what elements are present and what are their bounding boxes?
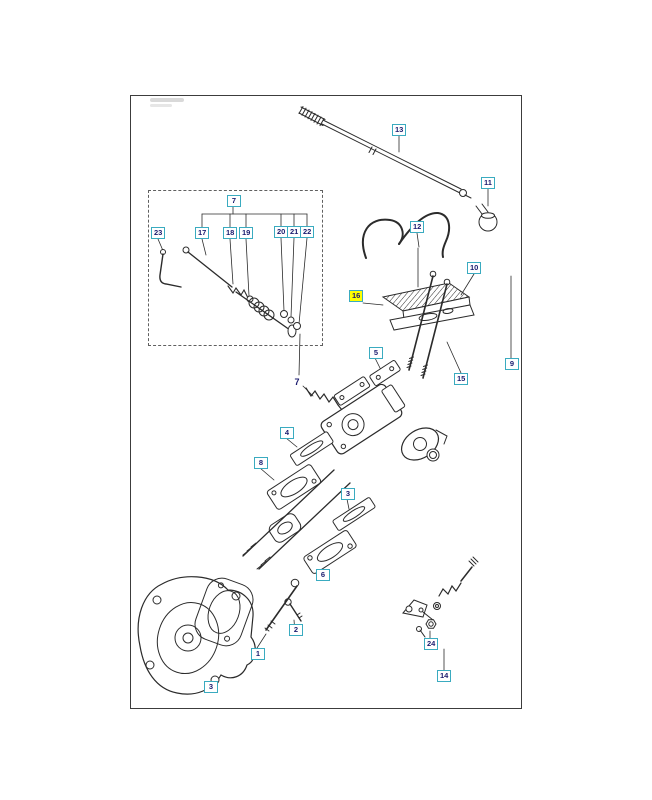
part-label-4[interactable]: 4	[280, 427, 294, 439]
part-label-18[interactable]: 18	[223, 227, 238, 239]
part-label-2[interactable]: 2	[289, 624, 303, 636]
choke-knob	[475, 203, 498, 232]
part-label-5[interactable]: 5	[369, 347, 383, 359]
inset-exploded-parts	[159, 246, 301, 338]
part-label-19[interactable]: 19	[239, 227, 254, 239]
part-label-17[interactable]: 17	[195, 227, 210, 239]
part-label-11[interactable]: 11	[481, 177, 495, 189]
intake-boot	[268, 513, 302, 543]
part-label-1[interactable]: 1	[251, 648, 265, 660]
crankcase	[137, 576, 256, 695]
choke-control-group	[402, 556, 479, 638]
spacer-8	[266, 464, 322, 510]
gasket-3-upper	[332, 497, 376, 531]
gasket-4	[290, 431, 334, 466]
part-label-3-lower[interactable]: 3	[204, 681, 218, 693]
part-label-13[interactable]: 13	[392, 124, 407, 136]
part-label-6[interactable]: 6	[316, 569, 330, 581]
throttle-spring	[305, 387, 343, 411]
part-label-22[interactable]: 22	[300, 226, 315, 238]
gasket-3-lower	[194, 577, 254, 647]
filter-screws	[406, 270, 451, 379]
part-label-24[interactable]: 24	[424, 638, 439, 650]
bracket	[369, 360, 401, 386]
faint-logo-mark	[150, 98, 184, 107]
air-filter-base	[389, 304, 475, 331]
cylinder-studs	[242, 469, 351, 570]
part-label-15[interactable]: 15	[454, 373, 469, 385]
part-label-7-group[interactable]: 7	[227, 195, 241, 207]
fuel-pump	[400, 427, 448, 462]
bolt-1	[264, 578, 300, 632]
part-label-9[interactable]: 9	[505, 358, 519, 370]
handle-wire	[361, 211, 451, 259]
inset-dashed-box	[148, 190, 323, 346]
part-label-8[interactable]: 8	[254, 457, 268, 469]
part-label-10[interactable]: 10	[467, 262, 482, 274]
carburetor-body	[320, 376, 406, 455]
part-label-7-spring[interactable]: 7	[294, 377, 300, 387]
part-label-16-highlighted[interactable]: 16	[349, 290, 364, 302]
throttle-rod	[298, 106, 472, 199]
flange-6	[303, 530, 357, 574]
screw-2	[284, 598, 303, 622]
part-label-14[interactable]: 14	[437, 670, 452, 682]
part-label-3-upper[interactable]: 3	[341, 488, 355, 500]
part-label-23[interactable]: 23	[151, 227, 166, 239]
part-label-12[interactable]: 12	[410, 221, 425, 233]
